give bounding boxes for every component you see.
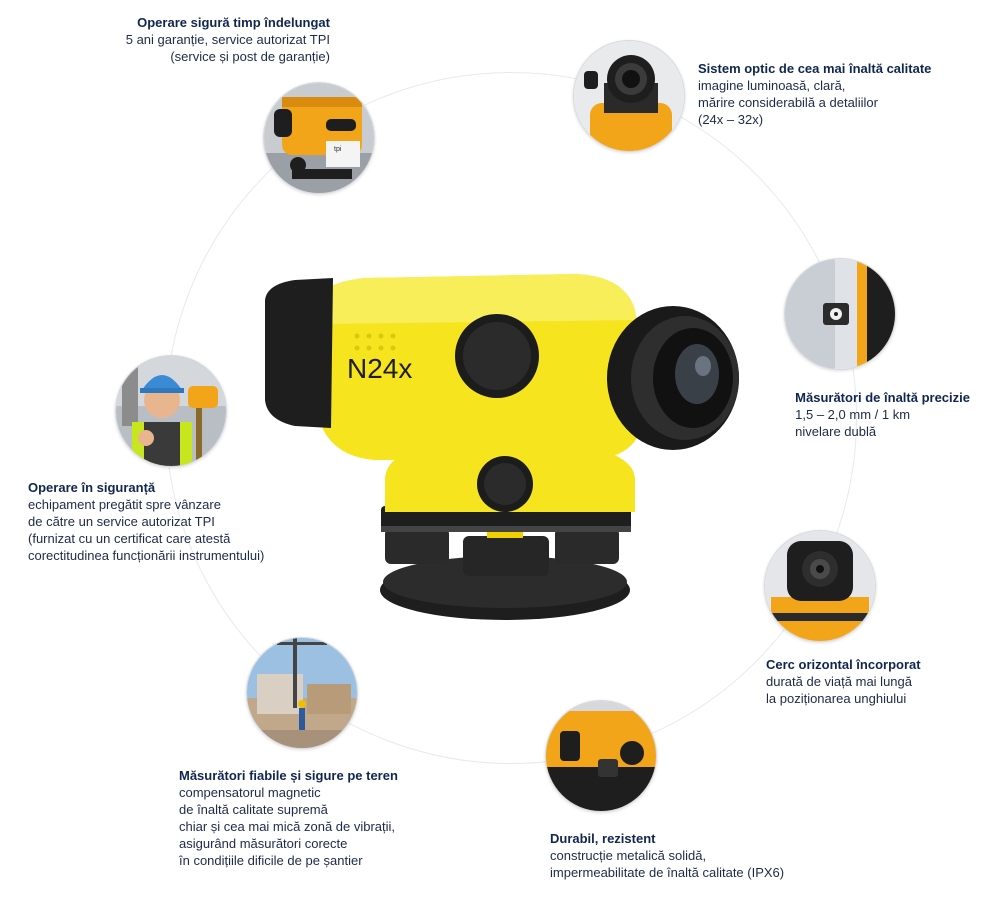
feature-line: construcție metalică solidă, (550, 848, 707, 863)
feature-title: Sistem optic de cea mai înaltă calitate (698, 61, 932, 76)
level-side-orange-photo: tpi (263, 82, 375, 194)
feature-safe-operation: Operare în siguranță echipament pregătit… (28, 479, 264, 564)
feature-line: durată de viață mai lungă (766, 674, 912, 689)
feature-line: corectitudinea funcționării instrumentul… (28, 548, 265, 563)
feature-title: Durabil, rezistent (550, 831, 656, 846)
feature-line: (furnizat cu un certificat care atestă (28, 531, 231, 546)
feature-line: de către un service autorizat TPI (28, 514, 215, 529)
feature-optical-system: Sistem optic de cea mai înaltă calitate … (698, 60, 931, 128)
feature-durable: Durabil, rezistent construcție metalică … (550, 830, 784, 881)
feature-line: de înaltă calitate supremă (179, 802, 328, 817)
horizontal-circle-photo (764, 530, 876, 642)
feature-line: mărire considerabilă a detaliilor (698, 95, 878, 110)
feature-line: nivelare dublă (795, 424, 877, 439)
feature-title: Operare sigură timp îndelungat (137, 15, 330, 30)
feature-title: Operare în siguranță (28, 480, 156, 495)
product-label: N24x (347, 353, 412, 384)
feature-line: chiar și cea mai mică zonă de vibrații, (179, 819, 396, 834)
feature-horizontal-circle: Cerc orizontal încorporat durată de viaț… (766, 656, 921, 707)
feature-line: asigurând măsurători corecte (179, 836, 348, 851)
feature-line: impermeabilitate de înaltă calitate (IPX… (550, 865, 785, 880)
feature-line: compensatorul magnetic (179, 785, 321, 800)
feature-line: imagine luminoasă, clară, (698, 78, 846, 93)
construction-site-photo (246, 637, 358, 749)
feature-line: 1,5 – 2,0 mm / 1 km (795, 407, 911, 422)
feature-line: la poziționarea unghiului (766, 691, 907, 706)
worker-thumbs-up-photo (115, 355, 227, 467)
automatic-level-instrument: N24x (255, 260, 755, 635)
level-body-closeup-photo (545, 700, 657, 812)
feature-line: (service și post de garanție) (170, 49, 330, 64)
feature-title: Măsurători de înaltă precizie (795, 390, 970, 405)
feature-line: (24x – 32x) (698, 112, 764, 127)
feature-line: 5 ani garanție, service autorizat TPI (125, 32, 330, 47)
eyepiece-photo (573, 40, 685, 152)
target-staff-photo (784, 258, 896, 370)
feature-line: în condițiile dificile de pe șantier (179, 853, 363, 868)
feature-title: Măsurători fiabile și sigure pe teren (179, 768, 398, 783)
feature-long-operation: Operare sigură timp îndelungat 5 ani gar… (126, 14, 330, 65)
feature-reliable-measurements: Măsurători fiabile și sigure pe teren co… (179, 767, 398, 869)
feature-title: Cerc orizontal încorporat (766, 657, 921, 672)
feature-line: echipament pregătit spre vânzare (28, 497, 221, 512)
feature-precision: Măsurători de înaltă precizie 1,5 – 2,0 … (795, 389, 970, 440)
photo-badge: tpi (334, 146, 342, 153)
